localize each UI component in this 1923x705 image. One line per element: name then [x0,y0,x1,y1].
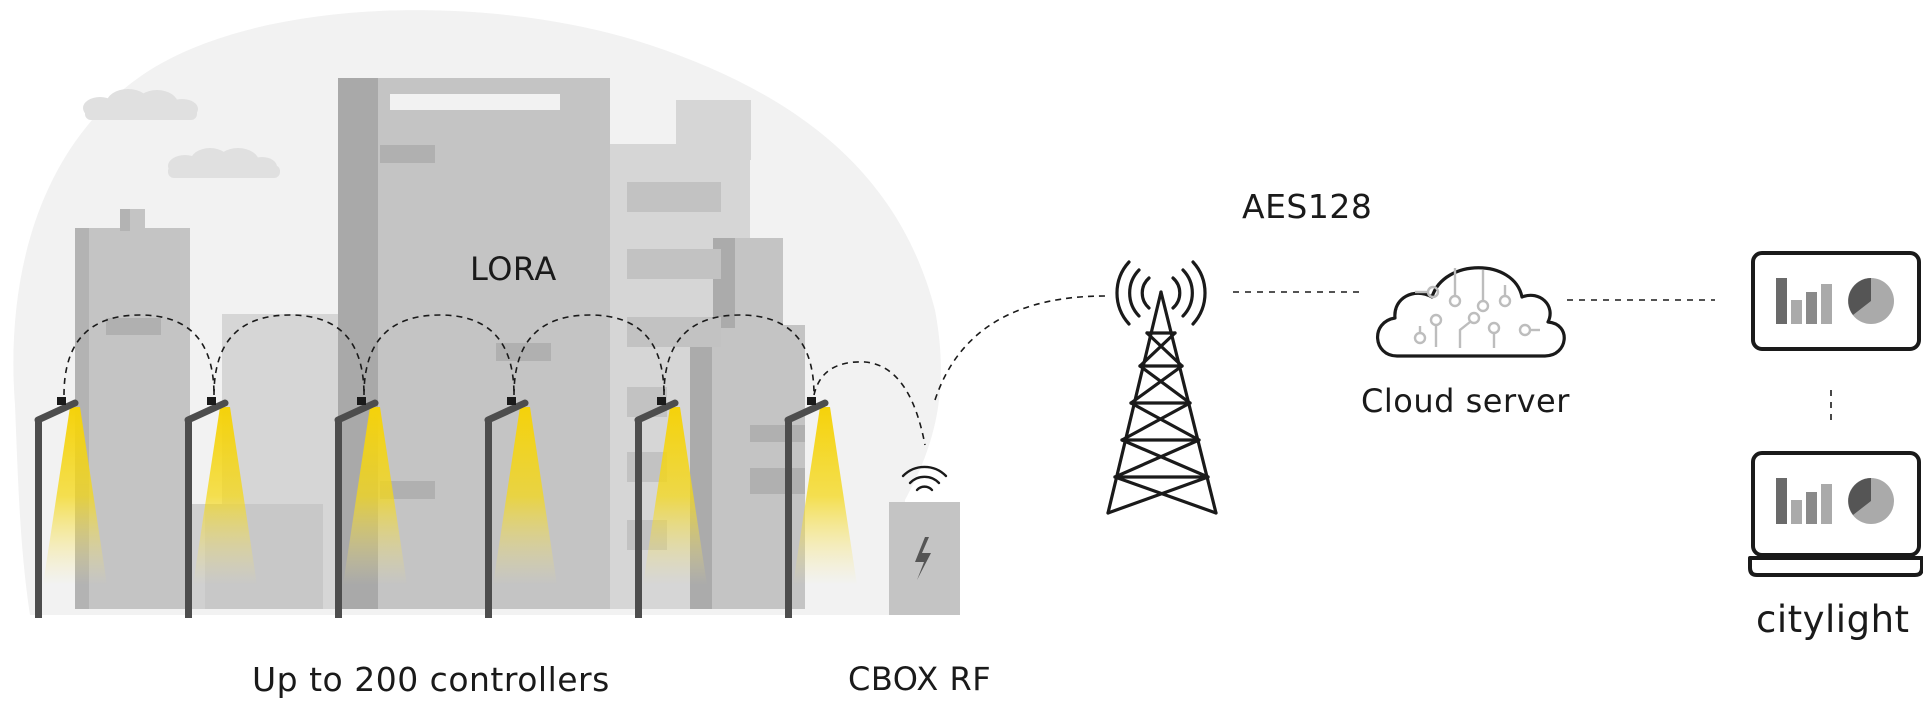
street-lamp [334,397,407,618]
antenna-tower-icon [1106,260,1218,515]
wifi-icon [901,465,948,492]
laptop-dashboard-icon [1748,451,1923,577]
lora-mesh-links [63,295,1109,446]
brand-label: citylight [1756,598,1910,641]
aes128-label: AES128 [1242,187,1373,226]
monitor-dashboard-icon [1751,251,1921,351]
building [676,100,751,160]
network-links [1233,291,1832,425]
lora-label: LORA [470,250,557,288]
street-lamp [184,397,257,618]
street-lamp [484,397,557,618]
sky-clouds [83,89,280,178]
cloud-server-label: Cloud server [1361,382,1570,420]
cbox-rf-label: CBOX RF [848,660,992,698]
street-lamps [34,397,857,618]
building-windows [106,145,805,533]
street-lamp [34,397,107,618]
lightning-icon [915,537,931,580]
street-lamp [634,397,707,618]
cbox-rf-gateway [889,465,960,615]
circuit-cloud-icon [1376,266,1566,358]
controllers-label: Up to 200 controllers [252,660,610,699]
street-lamp [784,397,857,618]
